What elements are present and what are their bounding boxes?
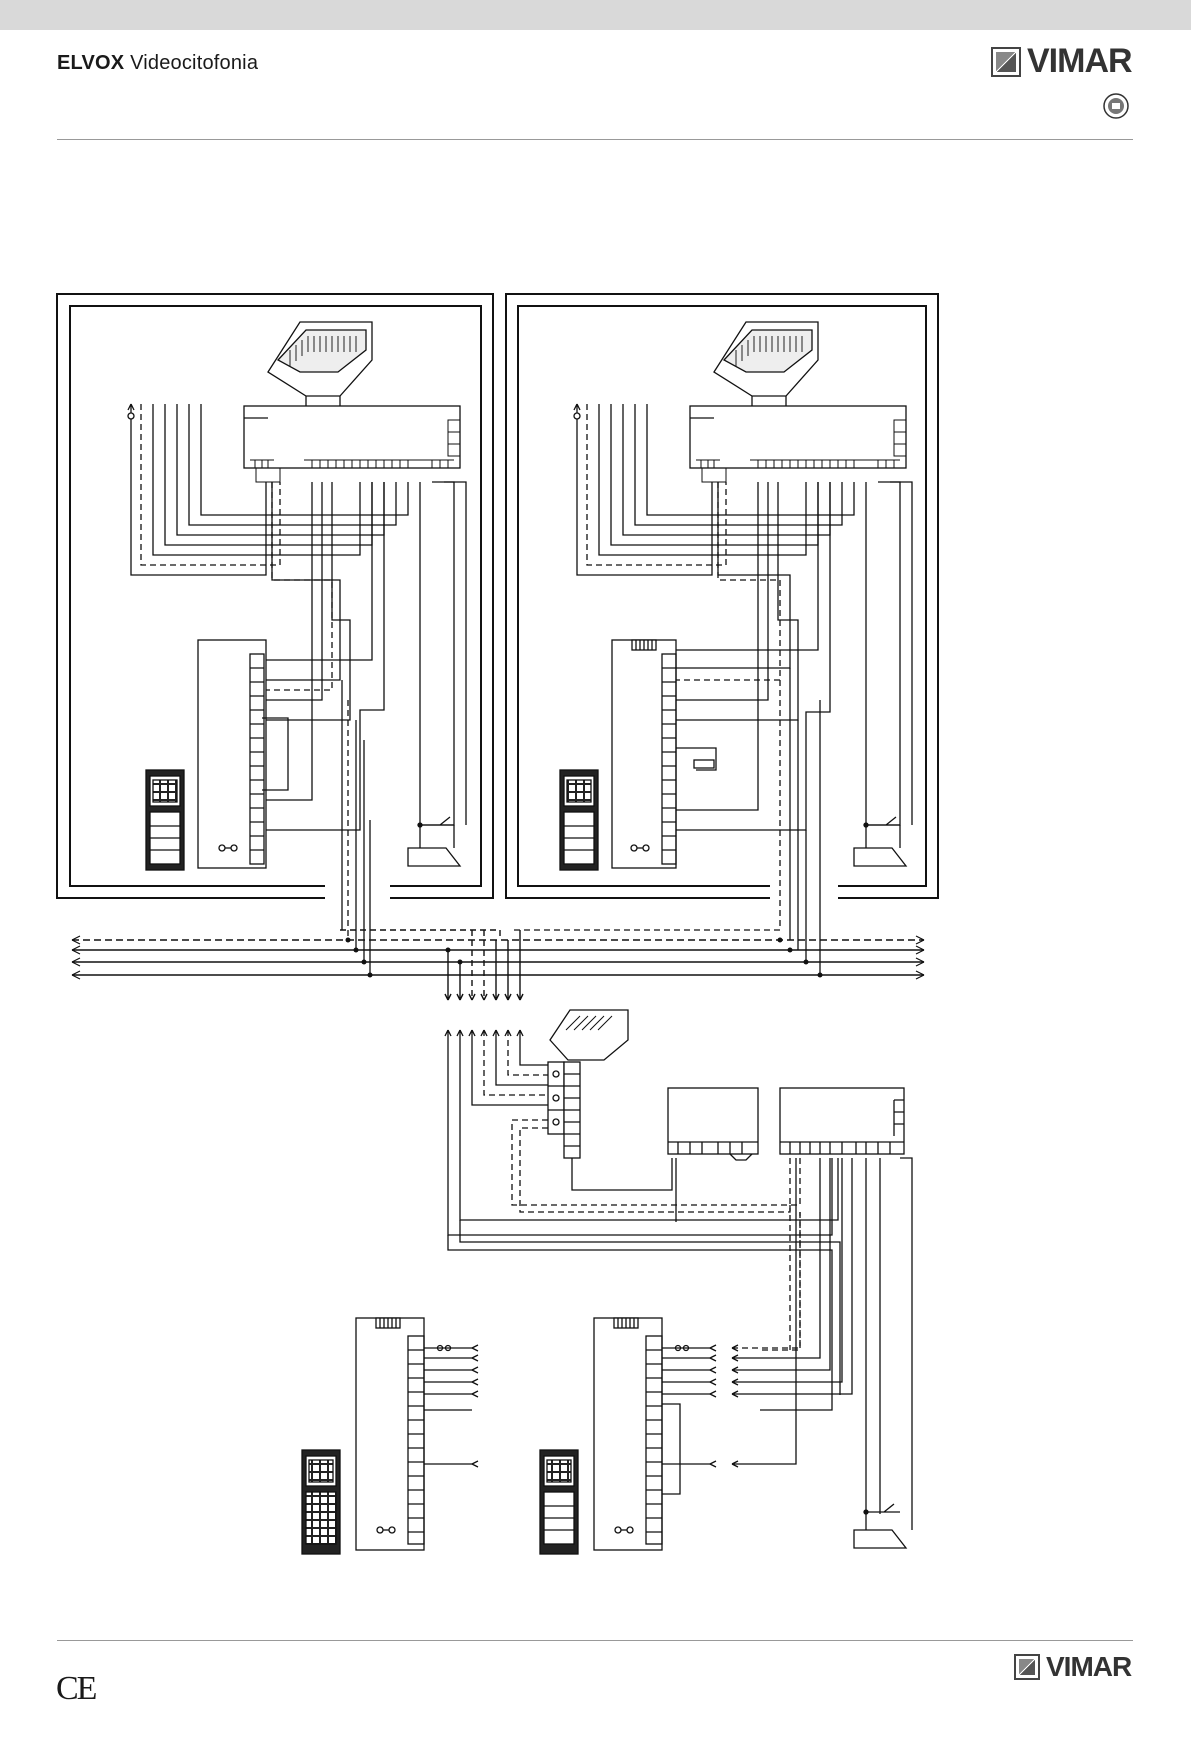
power-supply-2 [714,322,818,408]
interface-module-4 [780,1088,904,1154]
outdoor-panel-3 [302,1450,340,1554]
vimar-logo-footer: VIMAR [1014,1651,1131,1683]
power-supply-3 [550,1010,628,1060]
trunk-feeders-1 [342,680,370,975]
interface-module-2 [690,406,906,482]
indoor-monitor-3 [356,1318,478,1550]
ground-floor-section [302,1010,912,1554]
trunk-bus [72,930,924,1000]
outdoor-panel-1 [146,770,184,870]
interface-module-1 [244,406,460,482]
building-1 [57,294,493,975]
indoor-monitor-4 [594,1318,716,1550]
building-2 [506,294,938,975]
ce-mark: CE [56,1670,95,1708]
module-feeders-2 [674,482,912,830]
outdoor-panel-2 [560,770,598,870]
indoor-monitor-2 [612,640,716,868]
vimar-logo-icon [1014,1654,1040,1680]
indoor-monitor-1 [198,640,288,868]
door-lock-2 [854,817,906,866]
outdoor-panel-4 [540,1450,578,1554]
terminal-strip [548,1062,580,1158]
door-lock-3 [854,1158,912,1548]
door-lock-1 [408,817,460,866]
vimar-logo-text: VIMAR [1046,1651,1131,1683]
interface-module-3 [668,1088,758,1160]
power-supply-1 [268,322,372,408]
